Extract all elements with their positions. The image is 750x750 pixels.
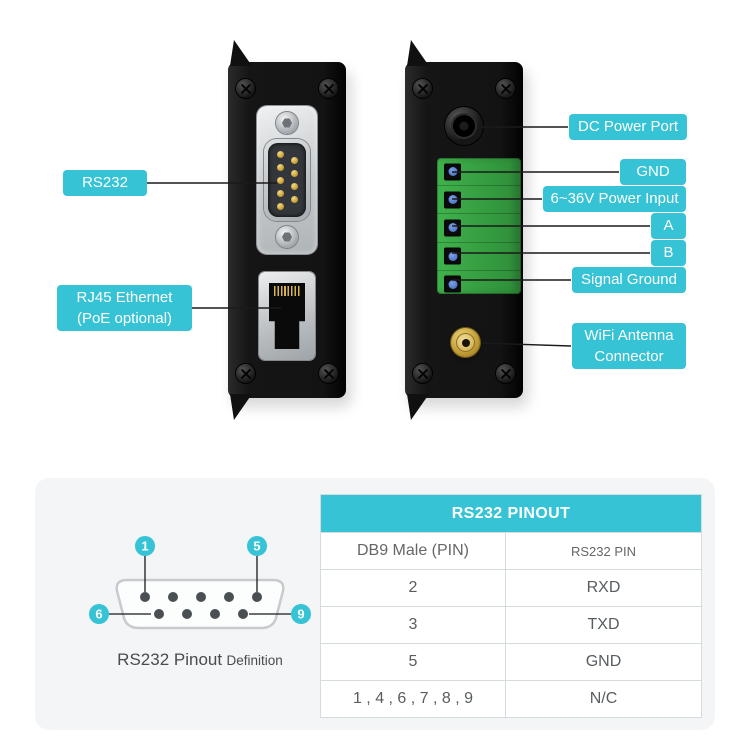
terminal-position	[437, 243, 521, 271]
db9-pin	[276, 176, 284, 184]
table-header-row: DB9 Male (PIN) RS232 PIN	[321, 532, 701, 569]
pin-badge	[89, 604, 109, 624]
pin-badge-number: 1	[141, 539, 148, 554]
caption-sub: Definition	[226, 653, 283, 668]
callout-a: A	[651, 213, 686, 239]
terminal-position	[437, 214, 521, 243]
callout-label: RS232	[82, 174, 128, 191]
device-panel-serial	[228, 40, 346, 420]
callout-label: Signal Ground	[581, 271, 677, 288]
callout-label: GND	[636, 163, 670, 180]
table-row: 1 , 4 , 6 , 7 , 8 , 9 N/C	[321, 680, 701, 717]
terminal-wire-hole	[444, 275, 461, 293]
leader-lines	[147, 126, 650, 347]
db9-pin	[276, 163, 284, 171]
screw-icon	[496, 79, 515, 98]
db9-shell-outline	[115, 578, 285, 630]
callout-rs232: RS232	[63, 170, 147, 196]
mounting-tab	[230, 394, 252, 420]
pin-badge	[247, 536, 267, 556]
screw-icon	[496, 364, 515, 383]
callout-b: B	[651, 240, 686, 266]
mounting-tab	[407, 40, 429, 66]
cell-rs232-pin: N/C	[589, 690, 618, 707]
db9-diagram-pins	[140, 592, 262, 619]
cell-rs232-pin: GND	[585, 653, 622, 670]
pin-badge	[291, 604, 311, 624]
db9-pin	[276, 150, 284, 158]
callout-power-input: 6~36V Power Input	[543, 186, 686, 212]
callout-rj45-ethernet: RJ45 Ethernet (PoE optional)	[57, 285, 192, 331]
callout-wifi-antenna: WiFi Antenna Connector	[572, 323, 686, 369]
db9-pinout-diagram: 1 5 6 9	[89, 536, 311, 630]
pin-number-badges: 1 5 6 9	[89, 536, 311, 624]
callout-label: WiFi Antenna	[584, 327, 674, 344]
sma-antenna-connector	[451, 328, 480, 357]
callout-gnd: GND	[620, 159, 686, 185]
terminal-position	[437, 186, 521, 215]
rj45-contacts	[274, 286, 300, 296]
terminal-position	[437, 271, 521, 298]
screw-icon	[413, 364, 432, 383]
cell-db9-pin: 3	[321, 607, 506, 643]
terminal-wire-hole	[444, 247, 461, 265]
mounting-tab	[230, 40, 252, 66]
callout-label: Connector	[594, 348, 664, 365]
cell-db9-pin: 2	[321, 570, 506, 606]
db9-pin	[290, 196, 298, 203]
callout-label: (PoE optional)	[76, 310, 173, 327]
device-panel-power	[405, 40, 523, 420]
cell-db9-pin: 5	[321, 644, 506, 680]
terminal-wire-hole	[444, 191, 461, 209]
terminal-wire-hole	[444, 219, 461, 237]
db9-male-connector	[257, 106, 317, 254]
cell-rs232-pin: RXD	[586, 579, 621, 596]
column-header-db9: DB9 Male (PIN)	[321, 533, 506, 569]
screw-icon	[236, 364, 255, 383]
terminal-position	[437, 158, 521, 187]
pinout-caption: RS232 Pinout Definition	[65, 650, 335, 670]
pinout-card: 1 5 6 9 RS232 Pinout Definition RS232 PI…	[35, 478, 715, 730]
cell-rs232-pin: TXD	[587, 616, 620, 633]
table-title: RS232 PINOUT	[321, 495, 701, 532]
table-row: 2 RXD	[321, 569, 701, 606]
db9-insert	[268, 143, 306, 217]
terminal-wire-hole	[444, 163, 461, 181]
rj45-port	[259, 272, 315, 360]
dc-power-jack	[445, 107, 483, 145]
pin-badge	[135, 536, 155, 556]
callout-label: RJ45 Ethernet	[76, 289, 173, 306]
pin-badge-number: 9	[297, 607, 304, 622]
badge-leader-lines	[109, 556, 291, 615]
db9-pin	[290, 183, 298, 190]
db9-pin	[276, 189, 284, 197]
db9-pin	[290, 170, 298, 177]
db9-jack-screw	[276, 226, 298, 248]
table-row: 3 TXD	[321, 606, 701, 643]
db9-jack-screw	[276, 112, 298, 134]
callout-signal-ground: Signal Ground	[572, 267, 686, 293]
pin-badge-number: 6	[95, 607, 102, 622]
mounting-tab	[407, 394, 429, 420]
callout-dc-power-port: DC Power Port	[569, 114, 687, 140]
pinout-table: RS232 PINOUT DB9 Male (PIN) RS232 PIN 2 …	[320, 494, 702, 718]
screw-icon	[236, 79, 255, 98]
screw-icon	[319, 364, 338, 383]
caption-main: RS232 Pinout	[117, 650, 223, 669]
db9-pin	[290, 157, 298, 164]
rj45-opening	[269, 283, 305, 349]
cell-db9-pin: 1 , 4 , 6 , 7 , 8 , 9	[321, 681, 506, 717]
callout-label: DC Power Port	[577, 118, 679, 135]
terminal-block	[437, 158, 521, 294]
screw-icon	[413, 79, 432, 98]
callout-label: A	[663, 217, 674, 234]
callout-label: B	[663, 244, 674, 261]
callout-label: 6~36V Power Input	[550, 190, 679, 207]
pin-badge-number: 5	[253, 539, 260, 554]
db9-pin	[276, 202, 284, 210]
db9-shell	[264, 139, 310, 221]
column-header-rs232: RS232 PIN	[570, 543, 637, 559]
screw-icon	[319, 79, 338, 98]
table-row: 5 GND	[321, 643, 701, 680]
